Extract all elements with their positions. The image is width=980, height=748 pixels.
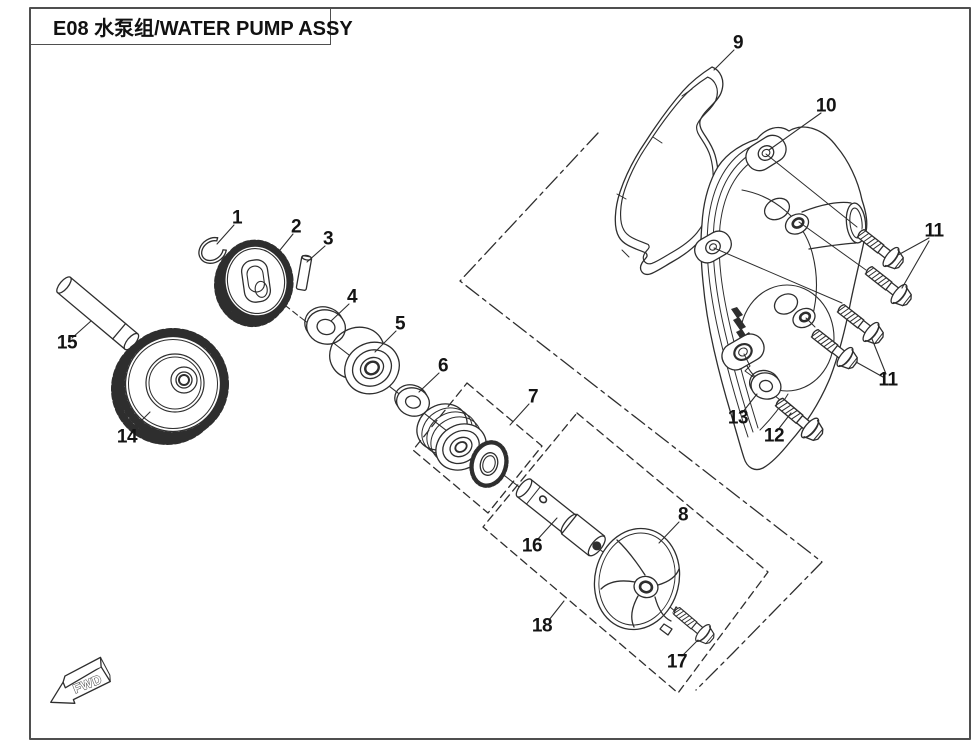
cover-outline: [700, 126, 868, 471]
leader-lines: [71, 49, 930, 657]
pump-cover-10: [694, 126, 868, 471]
fwd-arrow: FWD: [50, 656, 111, 704]
callout-15: 15: [56, 332, 78, 354]
callout-2: 2: [290, 216, 302, 238]
callout-4: 4: [346, 286, 358, 308]
callout-8: 8: [677, 504, 689, 526]
callout-12: 12: [763, 425, 785, 447]
drive-gear-14: [111, 328, 229, 445]
callout-13: 13: [727, 407, 749, 429]
callout-11b: 11: [878, 369, 898, 391]
callout-18: 18: [531, 615, 553, 637]
washer-4: [304, 306, 347, 345]
callout-17: 17: [666, 651, 688, 673]
seal-ring: [469, 440, 509, 488]
callout-9: 9: [732, 32, 744, 54]
callout-6: 6: [437, 355, 449, 377]
gasket-outer: [614, 66, 724, 276]
callout-1: 1: [231, 207, 243, 229]
callout-11: 11: [924, 220, 944, 242]
title-box: E08 水泵组/WATER PUMP ASSY: [30, 8, 353, 45]
callout-5: 5: [394, 313, 406, 335]
bearing-5: [329, 326, 400, 395]
mechanical-seal-7: [416, 403, 487, 471]
page-title: E08 水泵组/WATER PUMP ASSY: [53, 18, 353, 40]
impeller-bolt-17: [668, 601, 719, 649]
impeller-shaft-16: [515, 478, 606, 557]
washer-13: [749, 369, 782, 400]
water-pump-shaft-15: [56, 276, 140, 351]
gasket-9: [614, 66, 724, 276]
callout-10: 10: [815, 95, 837, 117]
phantom-assembly-line: [459, 132, 823, 691]
washer-6: [394, 384, 431, 417]
seal-kit-boundary-box: [412, 382, 543, 514]
gasket-inner: [620, 76, 718, 265]
water-pump-gear-2: [214, 239, 294, 328]
circlip-1: [198, 236, 227, 264]
callout-3: 3: [322, 228, 334, 250]
callout-14: 14: [116, 426, 138, 448]
casting-mark: [731, 307, 747, 341]
page-frame: [29, 7, 971, 740]
impeller-kit-boundary-box: [482, 412, 769, 694]
callout-7: 7: [527, 386, 539, 408]
callout-16: 16: [521, 535, 543, 557]
